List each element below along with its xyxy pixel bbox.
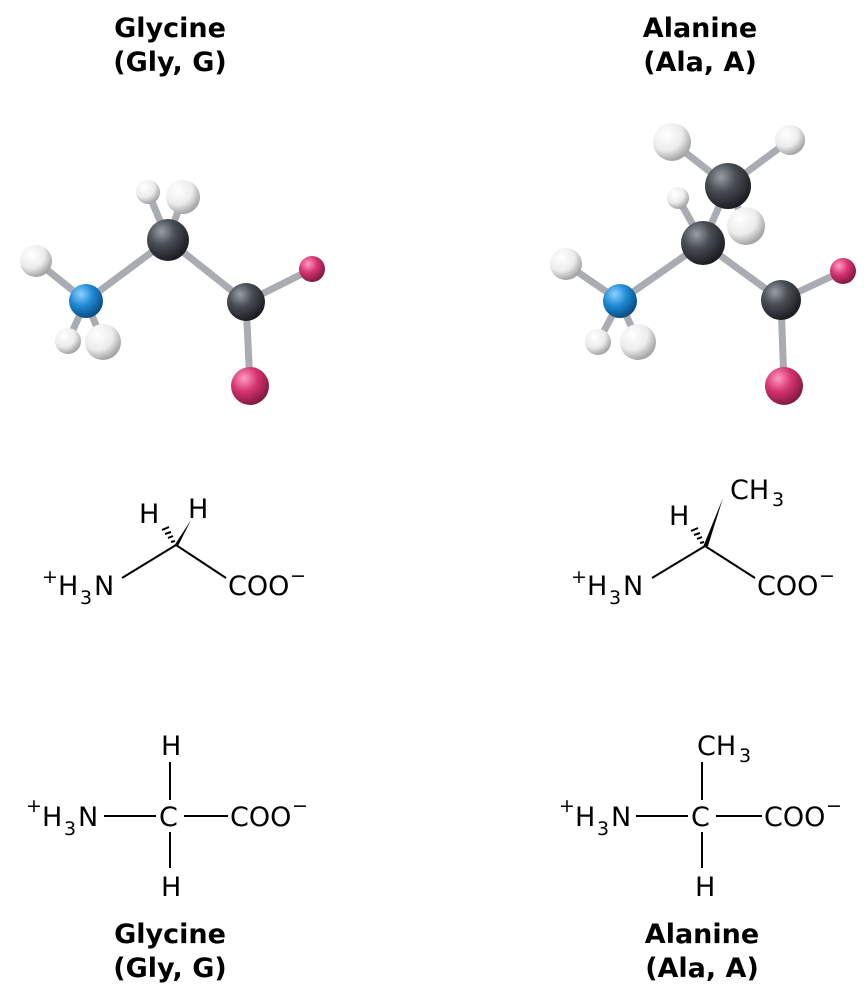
- alanine-name-bottom: Alanine: [644, 919, 760, 950]
- glycine-title-top: Glycine (Gly, G): [20, 12, 320, 80]
- alanine-stereo-amine-n: N: [623, 571, 643, 602]
- alanine-hydrogen-atom: [620, 324, 656, 360]
- alanine-carbon-atom: [705, 163, 751, 209]
- alanine-fischer-amine-charge: +: [559, 795, 575, 817]
- glycine-fischer-amine-charge: +: [26, 795, 42, 817]
- glycine-oxygen-atom: [231, 367, 269, 405]
- glycine-hydrogen-atom: [20, 245, 52, 277]
- alanine-dash-bond: [690, 527, 705, 544]
- glycine-hydrogen-atom: [136, 180, 160, 204]
- glycine-dash-bond: [161, 526, 176, 543]
- glycine-fischer-c: C: [159, 802, 178, 833]
- glycine-fischer-structure: H C H + H 3 N COO −: [26, 731, 308, 903]
- glycine-stereo-amine-sub: 3: [80, 587, 92, 609]
- alanine-stereo-amine-h: H: [587, 571, 607, 602]
- glycine-name-bottom: Glycine: [114, 919, 226, 950]
- glycine-fischer-amine-n: N: [78, 802, 98, 833]
- alanine-oxygen-atom: [765, 367, 803, 405]
- glycine-stereo-h-left: H: [139, 499, 159, 530]
- glycine-bond-c-coo: [175, 544, 227, 579]
- alanine-title-top: Alanine (Ala, A): [550, 12, 850, 80]
- glycine-carbon-atom: [147, 219, 189, 261]
- glycine-stereo-amine-charge: +: [42, 566, 58, 588]
- glycine-hydrogen-atom: [85, 324, 121, 360]
- alanine-hydrogen-atom: [585, 329, 611, 355]
- alanine-fischer-coo: COO: [764, 802, 825, 833]
- alanine-carbon-atom: [761, 280, 801, 320]
- alanine-fischer-amine-sub: 3: [597, 818, 609, 840]
- alanine-bond-n-c: [651, 545, 706, 579]
- alanine-hydrogen-atom: [667, 187, 689, 209]
- alanine-hydrogen-atom: [653, 123, 691, 161]
- alanine-stereo-amine-charge: +: [571, 566, 587, 588]
- alanine-stereo-coo: COO: [757, 571, 818, 602]
- glycine-stereo-amine-h: H: [58, 571, 78, 602]
- alanine-fischer-c: C: [691, 802, 710, 833]
- alanine-3d-model: [550, 123, 856, 405]
- alanine-stereo-amine-sub: 3: [609, 587, 621, 609]
- glycine-stereo-coo-charge: −: [290, 565, 306, 587]
- alanine-fischer-amine-h: H: [575, 802, 595, 833]
- alanine-oxygen-atom: [830, 258, 856, 284]
- glycine-fischer-coo-charge: −: [292, 795, 308, 817]
- glycine-stereo-structure: H H + H 3 N COO −: [42, 494, 306, 609]
- glycine-title-bottom: Glycine (Gly, G): [20, 918, 320, 986]
- alanine-carbon-atom: [681, 221, 725, 265]
- glycine-fischer-h-top: H: [161, 731, 181, 762]
- glycine-fischer-amine-sub: 3: [64, 818, 76, 840]
- alanine-hydrogen-atom: [727, 207, 765, 245]
- glycine-hydrogen-atom: [55, 328, 81, 354]
- alanine-stereo-coo-charge: −: [819, 565, 835, 587]
- alanine-abbrev-bottom: (Ala, A): [645, 953, 759, 984]
- glycine-nitrogen-atom: [69, 284, 103, 318]
- glycine-abbrev-bottom: (Gly, G): [113, 953, 227, 984]
- alanine-fischer-methyl-sub: 3: [739, 745, 751, 767]
- glycine-fischer-coo: COO: [230, 802, 291, 833]
- glycine-wedge-bond: [174, 520, 191, 546]
- alanine-bond-c-coo: [704, 545, 756, 579]
- alanine-stereo-structure: H CH 3 + H 3 N COO −: [571, 475, 835, 609]
- alanine-wedge-bond: [703, 498, 723, 547]
- glycine-fischer-h-bottom: H: [161, 872, 181, 903]
- alanine-fischer-amine-n: N: [611, 802, 631, 833]
- alanine-fischer-coo-charge: −: [826, 795, 842, 817]
- alanine-stereo-h-left: H: [669, 501, 689, 532]
- alanine-abbrev: (Ala, A): [643, 47, 757, 78]
- alanine-hydrogen-atom: [550, 248, 582, 280]
- alanine-fischer-h-bottom: H: [695, 872, 715, 903]
- alanine-nitrogen-atom: [603, 284, 637, 318]
- alanine-hydrogen-atom: [775, 125, 805, 155]
- glycine-stereo-coo: COO: [228, 571, 289, 602]
- alanine-stereo-methyl-sub: 3: [772, 489, 784, 511]
- glycine-stereo-h-right: H: [188, 494, 208, 525]
- alanine-fischer-structure: CH 3 C H + H 3 N COO −: [559, 731, 842, 903]
- alanine-fischer-methyl: CH: [697, 731, 736, 762]
- glycine-abbrev: (Gly, G): [113, 47, 227, 78]
- glycine-fischer-amine-h: H: [42, 802, 62, 833]
- glycine-hydrogen-atom: [166, 180, 200, 214]
- glycine-bond-n-c: [121, 544, 177, 579]
- glycine-oxygen-atom: [299, 256, 325, 282]
- glycine-stereo-amine-n: N: [94, 571, 114, 602]
- alanine-title-bottom: Alanine (Ala, A): [552, 918, 852, 986]
- alanine-stereo-methyl: CH: [730, 475, 769, 506]
- glycine-name: Glycine: [114, 13, 226, 44]
- glycine-carbon-atom: [227, 283, 265, 321]
- glycine-3d-model: [20, 180, 325, 405]
- alanine-name: Alanine: [642, 13, 758, 44]
